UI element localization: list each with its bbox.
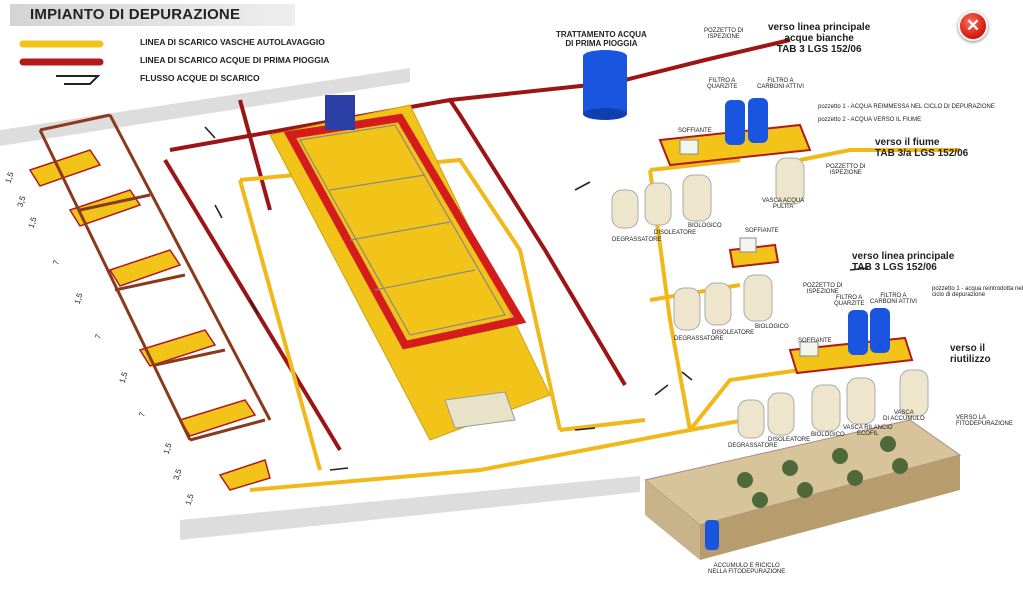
dimension-label: 1,5 [3, 170, 16, 185]
close-button[interactable]: ✕ [958, 11, 988, 41]
label-disoleatore-3: DISOLEATORE [768, 437, 811, 443]
legend-label: FLUSSO ACQUE DI SCARICO [140, 73, 260, 83]
dimension-label: 7 [51, 258, 62, 267]
wash-bays [28, 149, 271, 491]
label-pozzetto-fiume: POZZETTO DI ISPEZIONE [826, 164, 866, 176]
label-trattamento: TRATTAMENTO ACQUA DI PRIMA PIOGGIA [556, 30, 647, 48]
label-filtro-carboni-1: FILTRO A CARBONI ATTIVI [757, 78, 804, 90]
label-accumulo-riciclo: ACCUMULO E RICICLO NELLA FITODEPURAZIONE [708, 563, 786, 575]
dimension-label: 7 [137, 410, 148, 419]
legend-item-autolavaggio: LINEA DI SCARICO VASCHE AUTOLAVAGGIO [18, 37, 325, 51]
dimension-label: 3,5 [15, 194, 28, 209]
diagram-stage: IMPIANTO DI DEPURAZIONE LINEA DI SCARICO… [0, 4, 1023, 575]
page-title: IMPIANTO DI DEPURAZIONE [30, 6, 241, 23]
legend-item-prima-pioggia: LINEA DI SCARICO ACQUE DI PRIMA PIOGGIA [18, 55, 329, 69]
label-filtro-quarzite-1: FILTRO A QUARZITE [707, 78, 738, 90]
central-platform [269, 104, 551, 441]
red-canopy-frame [283, 113, 527, 350]
label-verso-riutilizzo: verso il riutilizzo [950, 343, 991, 365]
autolavaggio-line [238, 148, 960, 492]
label-biologico-1: BIOLOGICO [688, 223, 722, 229]
close-icon: ✕ [965, 16, 981, 35]
label-filtro-carboni-2: FILTRO A CARBONI ATTIVI [870, 293, 917, 305]
title-bar [10, 4, 295, 26]
label-biologico-2: BIOLOGICO [755, 324, 789, 330]
treatment-module-3 [737, 369, 929, 439]
label-filtro-quarzite-2: FILTRO A QUARZITE [834, 295, 865, 307]
flow-arrow-icon [56, 75, 101, 85]
blue-machine [325, 95, 355, 130]
legend-label: LINEA DI SCARICO VASCHE AUTOLAVAGGIO [140, 37, 325, 47]
dimension-label: 3,5 [171, 467, 184, 482]
dimension-label: 1,5 [161, 441, 174, 456]
label-vasca-rilancio: VASCA RILANCIO ECOFIL [843, 425, 893, 437]
label-vasca-accumulo: VASCA DI ACCUMULO [883, 410, 925, 422]
label-degrassatore-3: DEGRASSATORE [728, 443, 778, 449]
dimension-label: 1,5 [183, 492, 196, 507]
prima-pioggia-line [163, 38, 791, 452]
dimension-label: 1,5 [117, 370, 130, 385]
label-soffiante-3: SOFFIANTE [798, 338, 832, 344]
rain-water-tank [583, 50, 627, 120]
legend-label: LINEA DI SCARICO ACQUE DI PRIMA PIOGGIA [140, 55, 330, 65]
label-pozzetto1-reimmessa: pozzetto 1 - ACQUA REIMMESSA NEL CICLO D… [818, 104, 995, 110]
label-soffiante-1: SOFFIANTE [678, 128, 712, 134]
legend-swatch-yellow [19, 40, 104, 48]
dimension-label: 7 [93, 332, 104, 341]
flow-arrow-icon [204, 126, 869, 471]
label-vasca-pulita: VASCA ACQUA PULITA [762, 198, 805, 210]
label-disoleatore-2: DISOLEATORE [712, 330, 755, 336]
label-biologico-3: BIOLOGICO [811, 432, 845, 438]
dimension-label: 1,5 [72, 291, 85, 306]
label-degrassatore-2: DEGRASSATORE [674, 336, 724, 342]
wash-tunnel-structure [299, 124, 506, 336]
boundary-wall-bottom [180, 476, 640, 540]
portal-frames [38, 113, 272, 442]
legend-item-flusso: FLUSSO ACQUE DI SCARICO [18, 73, 278, 87]
label-degrassatore-1: DEGRASSATORE [612, 237, 662, 243]
label-pozzetto2-fiume: pozzetto 2 - ACQUA VERSO IL FIUME [818, 117, 922, 123]
label-pozzetto1-reintrodotta: pozzetto 1 - acqua reintrodotta nel cicl… [932, 286, 1023, 298]
label-verso-bianche: verso linea principale acque bianche TAB… [768, 22, 871, 55]
label-soffiante-2: SOFFIANTE [745, 228, 779, 234]
inspection-pit [444, 391, 516, 429]
dimension-label: 1,5 [26, 215, 39, 230]
label-verso-principale-2: verso linea principale TAB 3 LGS 152/06 [852, 251, 955, 273]
legend-swatch-red [19, 58, 104, 66]
label-pozzetto-top: POZZETTO DI ISPEZIONE [704, 28, 744, 40]
label-verso-fitodepurazione: VERSO LA FITODEPURAZIONE [956, 415, 1013, 427]
label-verso-fiume: verso il fiume TAB 3/a LGS 152/06 [875, 137, 969, 159]
label-disoleatore-1: DISOLEATORE [654, 230, 697, 236]
label-pozzetto-2: POZZETTO DI ISPEZIONE [803, 283, 843, 295]
